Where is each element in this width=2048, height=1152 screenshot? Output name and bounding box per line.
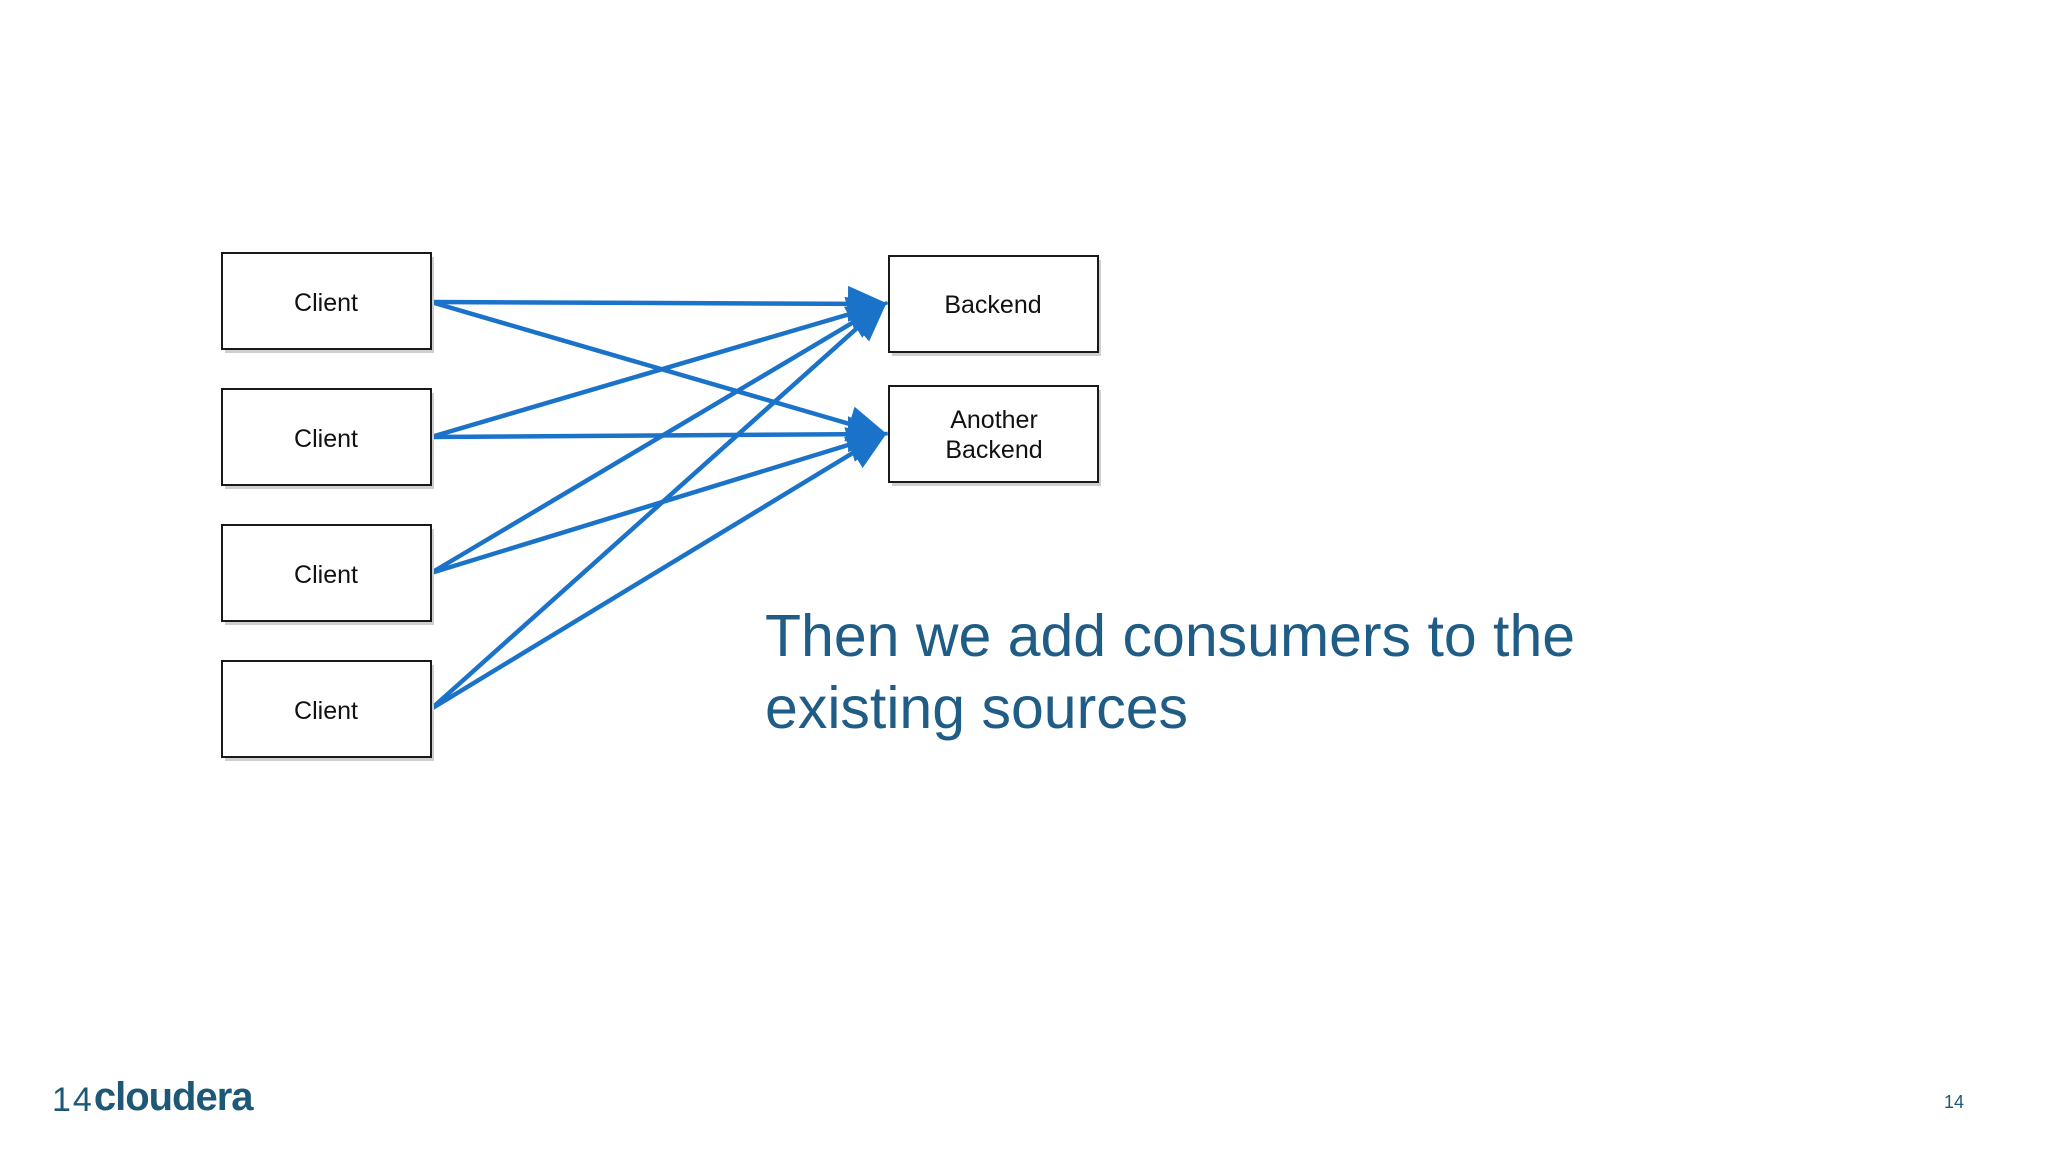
slide-caption: Then we add consumers to the existing so… [765, 600, 1665, 744]
page-number: 14 [1943, 1092, 1964, 1112]
client-label: Client [294, 289, 358, 317]
caption-line-2: existing sources [765, 675, 1189, 741]
edge-client4-backend [429, 301, 888, 711]
edge-client1-another-backend [430, 299, 889, 442]
edges [429, 285, 889, 711]
edge-client2-another-backend [430, 416, 889, 453]
edge-client2-backend [430, 296, 889, 440]
client-node: Client [221, 524, 434, 625]
client-node: Client [221, 660, 434, 761]
backend-node: Backend [888, 255, 1101, 356]
logo-slide-number: 14 [52, 1081, 94, 1119]
logo-wordmark: cloudera [93, 1075, 254, 1119]
edge-client4-another-backend [429, 431, 888, 711]
client-node: Client [221, 252, 434, 353]
another-backend-label-line1: Another [950, 406, 1038, 434]
client-label: Client [294, 697, 358, 725]
client-label: Client [294, 425, 358, 453]
backend-label: Backend [944, 291, 1041, 319]
edge-client1-backend [430, 285, 889, 322]
another-backend-label-line2: Backend [945, 436, 1042, 464]
client-label: Client [294, 561, 358, 589]
another-backend-node: Another Backend [888, 385, 1101, 486]
edge-client3-backend [429, 301, 888, 575]
client-node: Client [221, 388, 434, 489]
cloudera-logo: 14 cloudera [52, 1072, 254, 1120]
caption-line-1: Then we add consumers to the [765, 603, 1576, 669]
